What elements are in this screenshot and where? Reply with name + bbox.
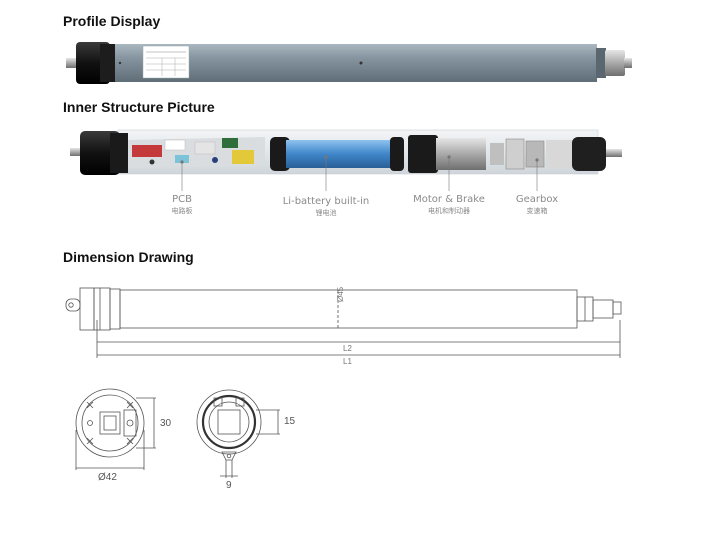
dim-head-height-label: 30: [160, 418, 172, 429]
dim-diameter-label: Ø45: [336, 286, 345, 302]
profile-spec-label: [142, 45, 190, 79]
label-pcb: PCB 电路板: [162, 194, 202, 216]
label-motor-cn: 电机和制动器: [428, 207, 470, 215]
inner-structure-image: [70, 129, 622, 191]
dimension-head-front-view: [75, 388, 156, 470]
dim-adapter-width-label: 9: [226, 480, 232, 491]
label-battery: Li-battery built-in 锂电池: [276, 196, 376, 218]
profile-motor-end: [596, 48, 632, 78]
label-gearbox: Gearbox 变速箱: [507, 194, 567, 216]
label-pcb-en: PCB: [172, 194, 192, 205]
label-battery-cn: 锂电池: [315, 209, 337, 217]
heading-profile-display: Profile Display: [63, 13, 161, 29]
dim-l2-label: L2: [343, 344, 352, 353]
heading-inner-structure: Inner Structure Picture: [63, 99, 215, 115]
profile-motor-head: [66, 42, 116, 84]
dim-l1-label: L1: [343, 357, 352, 366]
gearbox-component: [490, 137, 622, 171]
motor-component: [408, 135, 486, 173]
label-gearbox-cn: 变速箱: [526, 207, 548, 215]
label-pcb-cn: 电路板: [171, 207, 193, 215]
dimension-side-view: [65, 287, 622, 358]
heading-dimension-drawing: Dimension Drawing: [63, 249, 194, 265]
profile-motor-tube: [115, 44, 597, 82]
pcb-component: [128, 137, 265, 168]
battery-component: [270, 137, 404, 171]
dim-adapter-height-label: 15: [284, 416, 296, 427]
label-motor: Motor & Brake 电机和制动器: [409, 194, 489, 216]
label-gearbox-en: Gearbox: [515, 194, 559, 205]
label-battery-en: Li-battery built-in: [282, 196, 370, 207]
dimension-adapter-front-view: [196, 389, 280, 478]
label-motor-en: Motor & Brake: [413, 194, 485, 205]
dim-head-diameter-label: Ø42: [98, 472, 117, 483]
